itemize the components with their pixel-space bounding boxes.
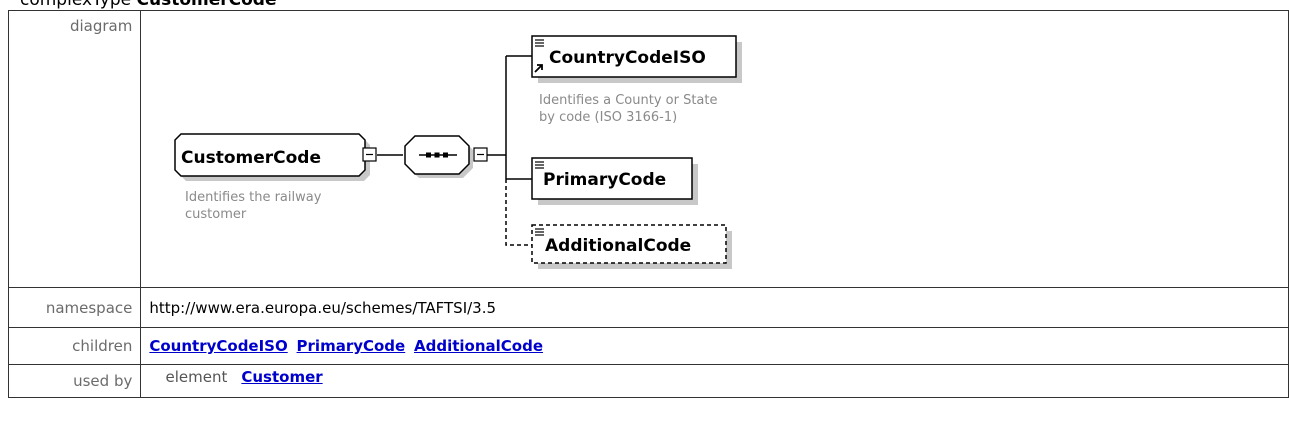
schema-doc-table: diagram <box>7 10 1289 398</box>
page-title: complexType CustomerCode <box>20 0 276 11</box>
usedby-link-customer[interactable]: Customer <box>241 368 323 386</box>
namespace-label: namespace <box>45 298 133 317</box>
branch-line-additionalcode <box>505 179 533 246</box>
root-doc-line-2: customer <box>185 207 247 222</box>
primarycode-name: PrimaryCode <box>543 170 666 190</box>
connector-lines <box>377 55 533 246</box>
usedby-value-cell: element Customer <box>140 364 1289 398</box>
diagram-cell: CustomerCode Identifies the railway cust… <box>140 10 1289 288</box>
diagram-label: diagram <box>69 17 133 35</box>
diagram-row: diagram <box>7 10 1289 288</box>
namespace-row: namespace http://www.era.europa.eu/schem… <box>7 287 1289 328</box>
root-doc-line-1: Identifies the railway <box>185 190 322 205</box>
additionalcode-box <box>531 224 728 264</box>
root-box <box>174 133 367 177</box>
title-name: CustomerCode <box>136 0 277 10</box>
child-primarycode[interactable]: PrimaryCode <box>531 157 699 205</box>
children-row: children CountryCodeISO PrimaryCode Addi… <box>7 327 1289 365</box>
usedby-label: used by <box>73 372 133 390</box>
usedby-row: used by element Customer <box>7 364 1289 398</box>
child-countrycodeiso[interactable]: CountryCodeISO Identifies a County or St… <box>531 35 743 125</box>
child-link-additionalcode[interactable]: AdditionalCode <box>414 337 544 355</box>
diagram-label-cell: diagram <box>7 10 142 288</box>
schema-diagram: CustomerCode Identifies the railway cust… <box>174 35 743 269</box>
namespace-label-cell: namespace <box>7 287 142 328</box>
sequence-dot-1 <box>426 152 432 158</box>
primarycode-box <box>531 157 694 200</box>
diagram-canvas: CustomerCode Identifies the railway cust… <box>141 11 1281 287</box>
children-links-cell: CountryCodeISO PrimaryCode AdditionalCod… <box>140 327 1289 365</box>
child-link-countrycodeiso[interactable]: CountryCodeISO <box>149 337 288 355</box>
primarycode-content-icon <box>535 161 545 169</box>
additionalcode-content-icon <box>535 228 545 236</box>
countrycodeiso-doc-line-1: Identifies a County or State <box>539 93 718 108</box>
usedby-label-cell: used by <box>7 364 142 398</box>
children-label: children <box>72 337 133 355</box>
countrycodeiso-content-icon <box>535 39 545 47</box>
child-additionalcode[interactable]: AdditionalCode <box>531 224 733 269</box>
additionalcode-name: AdditionalCode <box>545 236 691 256</box>
sequence-dot-2 <box>434 152 440 158</box>
countrycodeiso-doc-line-2: by code (ISO 3166-1) <box>539 110 677 125</box>
title-prefix: complexType <box>20 0 132 10</box>
countrycodeiso-box <box>531 35 738 78</box>
root-element: CustomerCode Identifies the railway cust… <box>174 133 377 222</box>
children-label-cell: children <box>7 327 142 365</box>
namespace-value-cell: http://www.era.europa.eu/schemes/TAFTSI/… <box>140 287 1289 328</box>
usedby-type: element <box>165 368 228 386</box>
sequence-dot-3 <box>443 152 449 158</box>
countrycodeiso-name: CountryCodeISO <box>549 48 706 68</box>
countrycodeiso-reference-arrow-icon <box>534 64 544 73</box>
root-name: CustomerCode <box>181 148 321 168</box>
namespace-value: http://www.era.europa.eu/schemes/TAFTSI/… <box>149 298 497 317</box>
sequence-compositor <box>404 135 488 178</box>
child-link-primarycode[interactable]: PrimaryCode <box>296 337 406 355</box>
